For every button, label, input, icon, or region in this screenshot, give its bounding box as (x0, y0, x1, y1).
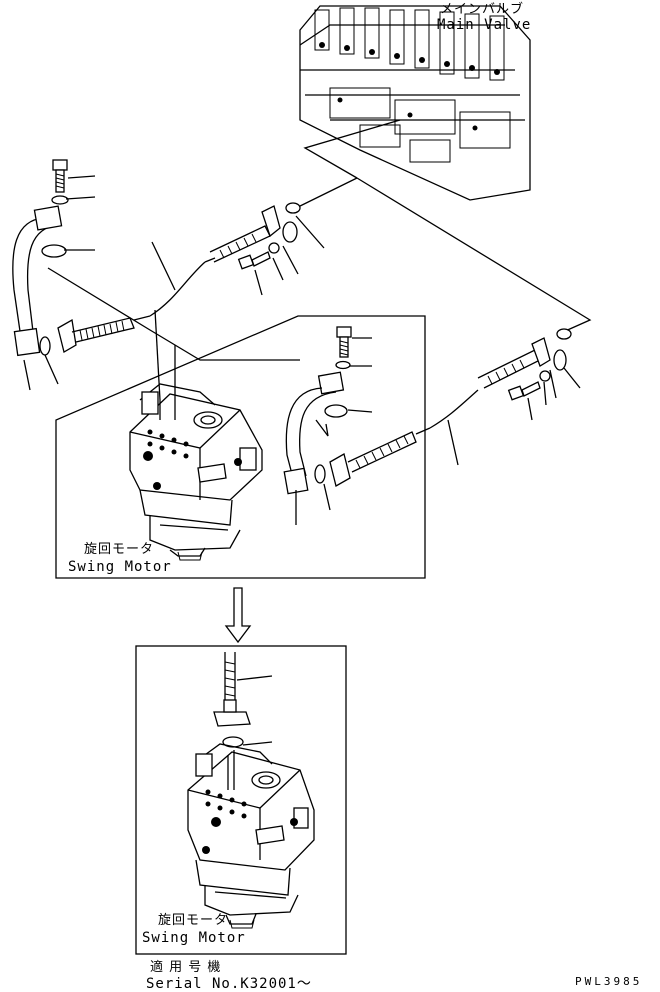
main-valve-leaders (295, 119, 592, 333)
drawing-code: PWL3985 (575, 975, 643, 988)
swing-motor-lower-drawing (187, 652, 315, 929)
left-hose-assembly (12, 159, 325, 401)
swing-motor-lower-label-en: Swing Motor (142, 930, 246, 946)
main-valve-label-jp: メインバルブ (440, 2, 525, 17)
swing-motor-box-upper (55, 315, 426, 579)
swing-motor-box-lower (135, 645, 347, 955)
applicability-serial: Serial No.K32001～ (146, 976, 312, 992)
main-valve-drawing (299, 5, 531, 201)
down-arrow (224, 587, 252, 644)
swing-motor-lower-label-jp: 旋回モータ (158, 913, 229, 928)
swing-motor-upper-drawing (129, 345, 263, 561)
swing-motor-upper-label-jp: 旋回モータ (84, 542, 155, 557)
swing-motor-upper-label-en: Swing Motor (68, 559, 172, 575)
applicability-label-jp: 適 用 号 機 (150, 960, 222, 975)
main-valve-label-en: Main Valve (437, 17, 532, 33)
right-hose-assembly-outer (429, 328, 581, 466)
right-hose-assembly-upper (283, 326, 431, 525)
